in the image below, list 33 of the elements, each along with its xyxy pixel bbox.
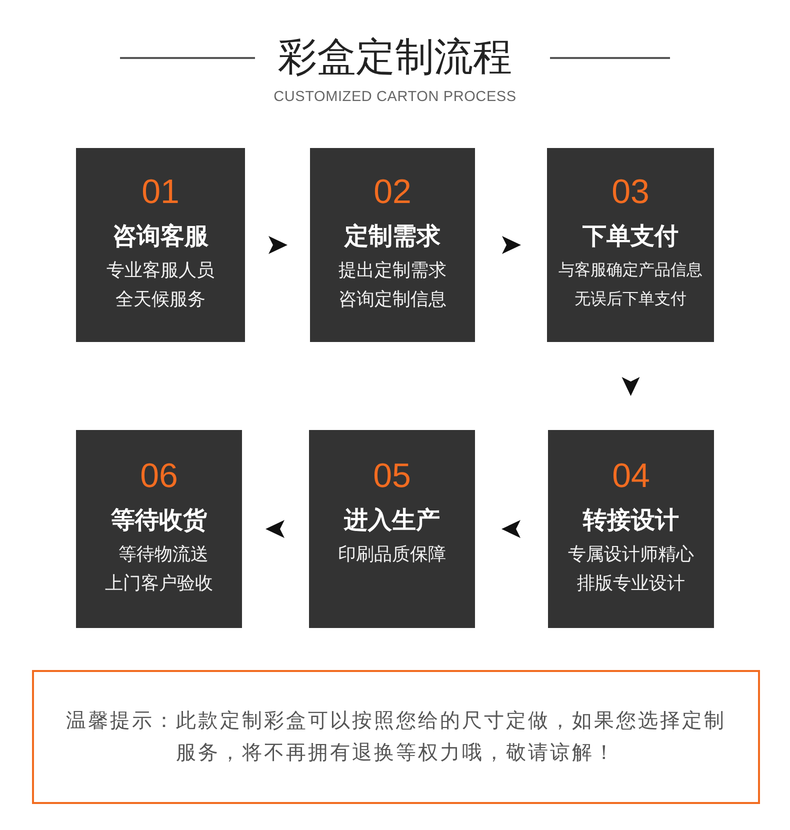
arrow (622, 377, 640, 396)
arrow (268, 236, 288, 254)
step-description: 专业客服人员全天候服务 (106, 259, 216, 311)
notice-text: 温馨提示：此款定制彩盒可以按照您给的尺寸定做，如果您选择定制服务，将不再拥有退换等权力哦，敬请谅解！ (65, 709, 727, 766)
step-card (310, 148, 475, 342)
step-description: 等待物流送上门客户验收 (104, 543, 214, 595)
step-title: 进入生产 (344, 506, 440, 536)
step-description: 专属设计师精心排版专业设计 (567, 543, 695, 595)
step-number: 01 (142, 172, 180, 212)
step-card (547, 148, 714, 342)
step-title: 转接设计 (583, 506, 679, 536)
step-card (76, 430, 242, 628)
step-title: 下单支付 (582, 222, 678, 252)
step-card (309, 430, 475, 628)
step-description: 印刷品质保障 (337, 543, 447, 566)
step-number: 06 (140, 456, 178, 496)
notice-box (32, 670, 760, 804)
step-description: 提出定制需求咨询定制信息 (338, 259, 448, 311)
arrow (502, 236, 521, 254)
step-number: 05 (373, 456, 411, 496)
step-description: 与客服确定产品信息无误后下单支付 (558, 260, 704, 310)
step-title: 定制需求 (344, 222, 440, 252)
step-title: 等待收货 (111, 506, 207, 536)
arrow (502, 520, 520, 538)
step-title: 咨询客服 (112, 222, 208, 252)
step-number: 02 (374, 172, 412, 212)
step-card (76, 148, 245, 342)
page-title: 彩盒定制流程 (278, 35, 512, 81)
step-number: 04 (612, 456, 650, 496)
step-number: 03 (612, 172, 650, 212)
step-card (548, 430, 714, 628)
arrow (266, 520, 284, 538)
page-subtitle: CUSTOMIZED CARTON PROCESS (274, 88, 516, 107)
